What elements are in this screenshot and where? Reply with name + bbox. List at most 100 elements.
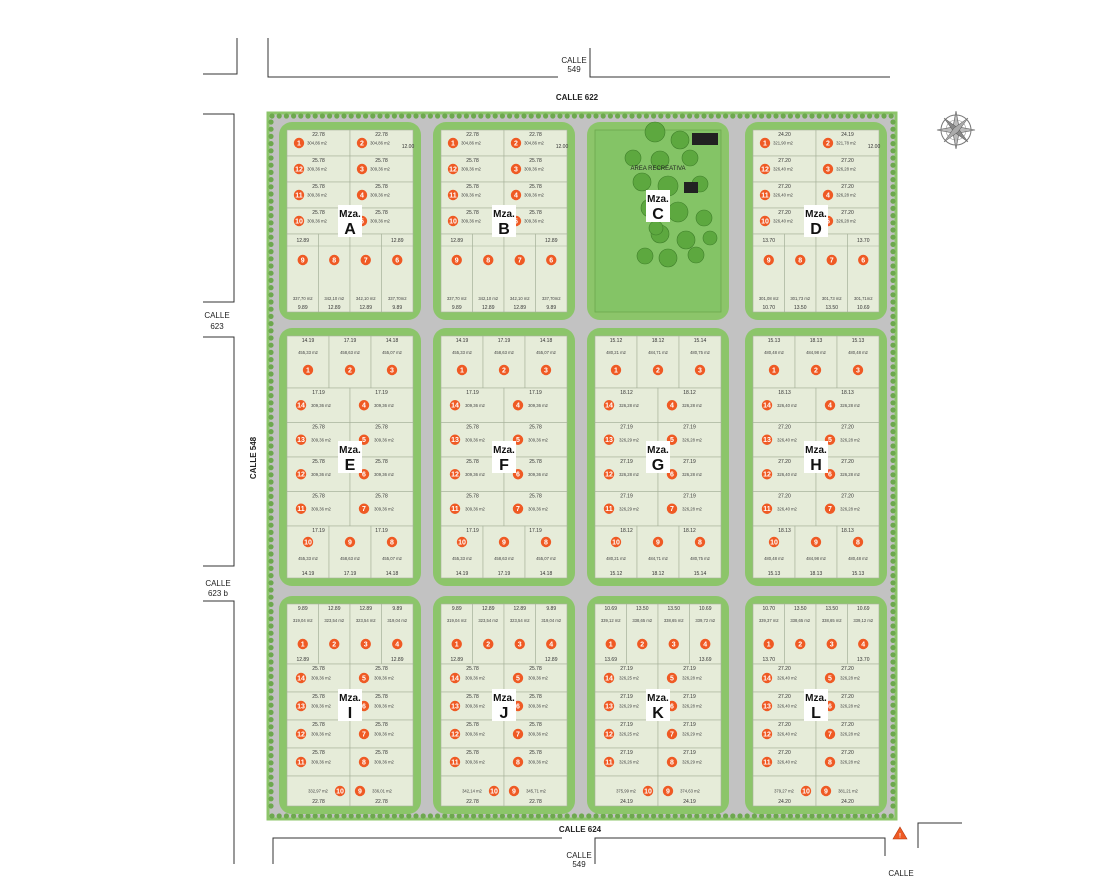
lot-e-3[interactable]: 455,07 m23 (370, 335, 414, 389)
lot-j-1[interactable]: 319,04 m21 (440, 603, 473, 665)
lot-k-3[interactable]: 338,65 m23 (657, 603, 690, 665)
lot-j-4[interactable]: 319,04 m24 (535, 603, 568, 665)
lot-g-3[interactable]: 480,75 m23 (678, 335, 722, 389)
lot-h-1[interactable]: 480,48 m21 (752, 335, 796, 389)
lot-l-4[interactable]: 339,12 m24 (847, 603, 880, 665)
lot-l-2[interactable]: 338,65 m22 (784, 603, 817, 665)
lot-h-3[interactable]: 480,48 m23 (836, 335, 880, 389)
lot-j-2[interactable]: 323,54 m22 (472, 603, 505, 665)
lot-e-2[interactable]: 458,63 m22 (328, 335, 372, 389)
lot-k-2[interactable]: 338,65 m22 (626, 603, 659, 665)
lot-g-2[interactable]: 484,71 m22 (636, 335, 680, 389)
lot-g-1[interactable]: 480,21 m21 (594, 335, 638, 389)
lot-i-3[interactable]: 323,54 m23 (349, 603, 382, 665)
lot-i-2[interactable]: 323,54 m22 (318, 603, 351, 665)
lot-f-3[interactable]: 455,07 m23 (524, 335, 568, 389)
lot-i-1[interactable]: 319,04 m21 (286, 603, 319, 665)
lot-k-1[interactable]: 339,12 m21 (594, 603, 627, 665)
lot-j-3[interactable]: 323,54 m23 (503, 603, 536, 665)
lot-l-1[interactable]: 339,37 m21 (752, 603, 785, 665)
lot-f-2[interactable]: 458,63 m22 (482, 335, 526, 389)
